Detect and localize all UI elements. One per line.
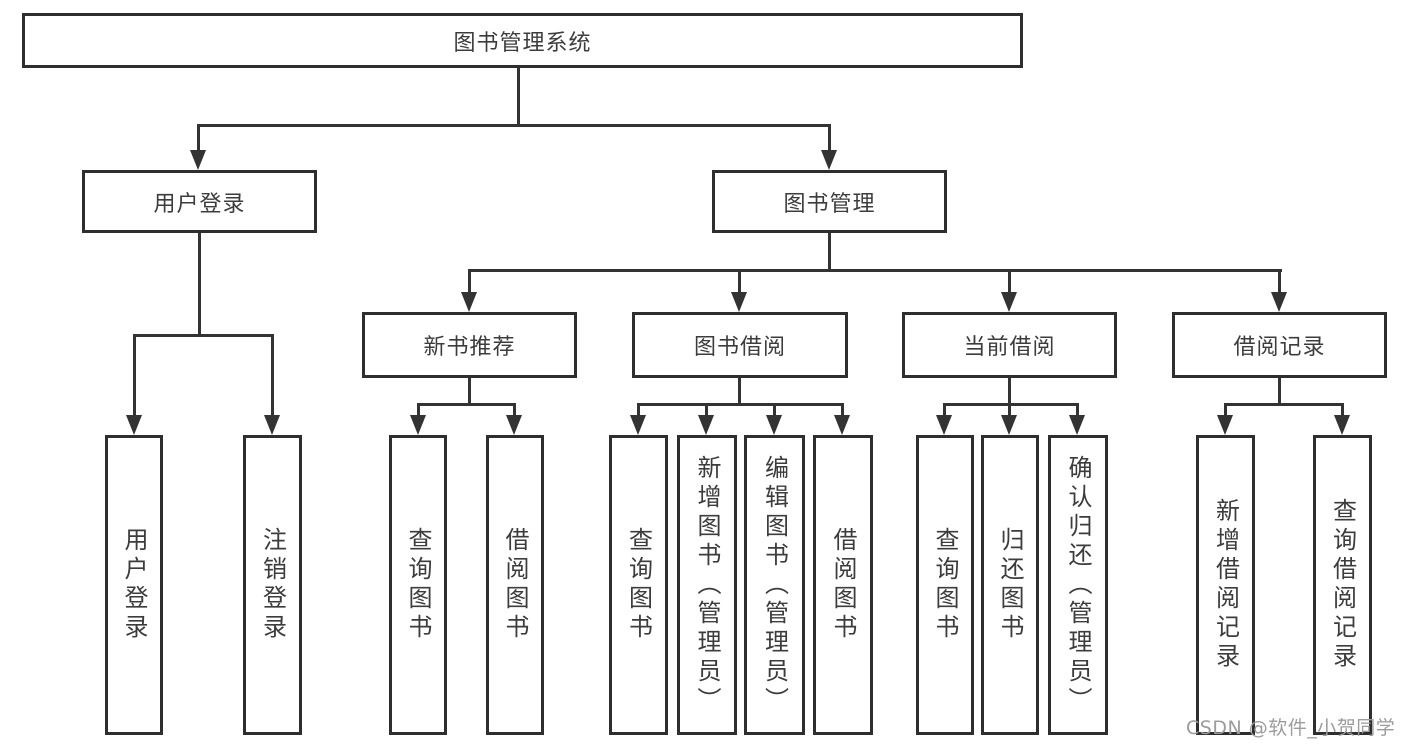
arrow-down-icon [698,415,714,435]
connector-line [517,68,520,127]
leaf-confirm-return-admin: 确认归还（管理员） [1048,435,1108,735]
connector-line [1224,403,1344,406]
connector-line [841,403,844,417]
connector-line [1278,378,1281,405]
connector-line [1224,403,1227,417]
leaf-borrow-books-borrowing: 借阅图书 [813,435,873,735]
arrow-down-icon [731,292,747,312]
leaf-add-borrow-record: 新增借阅记录 [1196,435,1255,735]
node-borrowing-records: 借阅记录 [1172,312,1387,378]
arrow-down-icon [766,415,782,435]
leaf-logout: 注销登录 [243,435,302,735]
arrow-down-icon [936,415,952,435]
connector-line [468,269,471,293]
arrow-down-icon [821,150,837,170]
connector-line [1341,403,1344,417]
connector-line [1008,378,1011,405]
connector-line [417,403,516,406]
arrow-down-icon [264,415,280,435]
connector-line [133,334,274,337]
arrow-down-icon [1217,415,1233,435]
connector-line [133,334,136,416]
connector-line [943,403,946,417]
leaf-return-book: 归还图书 [981,435,1039,735]
node-new-book-recommendation: 新书推荐 [362,312,577,378]
arrow-down-icon [1271,292,1287,312]
leaf-add-book-admin: 新增图书（管理员） [677,435,737,735]
leaf-edit-book-admin: 编辑图书（管理员） [744,435,805,735]
connector-line [738,269,741,293]
leaf-query-books-borrowing: 查询图书 [609,435,668,735]
connector-line [637,403,640,417]
connector-line [1008,403,1011,417]
connector-line [828,124,831,152]
leaf-user-login: 用户登录 [105,435,163,735]
connector-line [197,124,830,127]
connector-line [637,403,844,406]
arrow-down-icon [190,150,206,170]
connector-line [271,334,274,416]
connector-line [1278,269,1281,293]
arrow-down-icon [461,292,477,312]
node-library-management-system: 图书管理系统 [22,13,1023,68]
arrow-down-icon [410,415,426,435]
connector-line [705,403,708,417]
arrow-down-icon [506,415,522,435]
arrow-down-icon [1001,415,1017,435]
connector-line [1076,403,1079,417]
arrow-down-icon [1334,415,1350,435]
connector-line [468,269,1282,272]
leaf-query-books-current: 查询图书 [916,435,974,735]
csdn-watermark: CSDN @软件_小贺同学 [1186,717,1396,739]
arrow-down-icon [126,415,142,435]
connector-line [1008,269,1011,293]
connector-line [828,233,831,272]
arrow-down-icon [834,415,850,435]
node-current-borrowing: 当前借阅 [902,312,1117,378]
connector-line [417,403,420,417]
connector-line [468,378,471,405]
connector-line [943,403,1079,406]
connector-line [197,124,200,152]
connector-line [773,403,776,417]
connector-line [198,233,201,336]
leaf-query-borrow-record: 查询借阅记录 [1313,435,1372,735]
arrow-down-icon [630,415,646,435]
arrow-down-icon [1001,292,1017,312]
connector-line [738,378,741,405]
connector-line [513,403,516,417]
node-book-management: 图书管理 [712,170,947,233]
leaf-borrow-books-recommend: 借阅图书 [486,435,544,735]
arrow-down-icon [1069,415,1085,435]
node-user-login: 用户登录 [82,170,317,233]
node-book-borrowing: 图书借阅 [632,312,848,378]
leaf-query-books-recommend: 查询图书 [389,435,447,735]
